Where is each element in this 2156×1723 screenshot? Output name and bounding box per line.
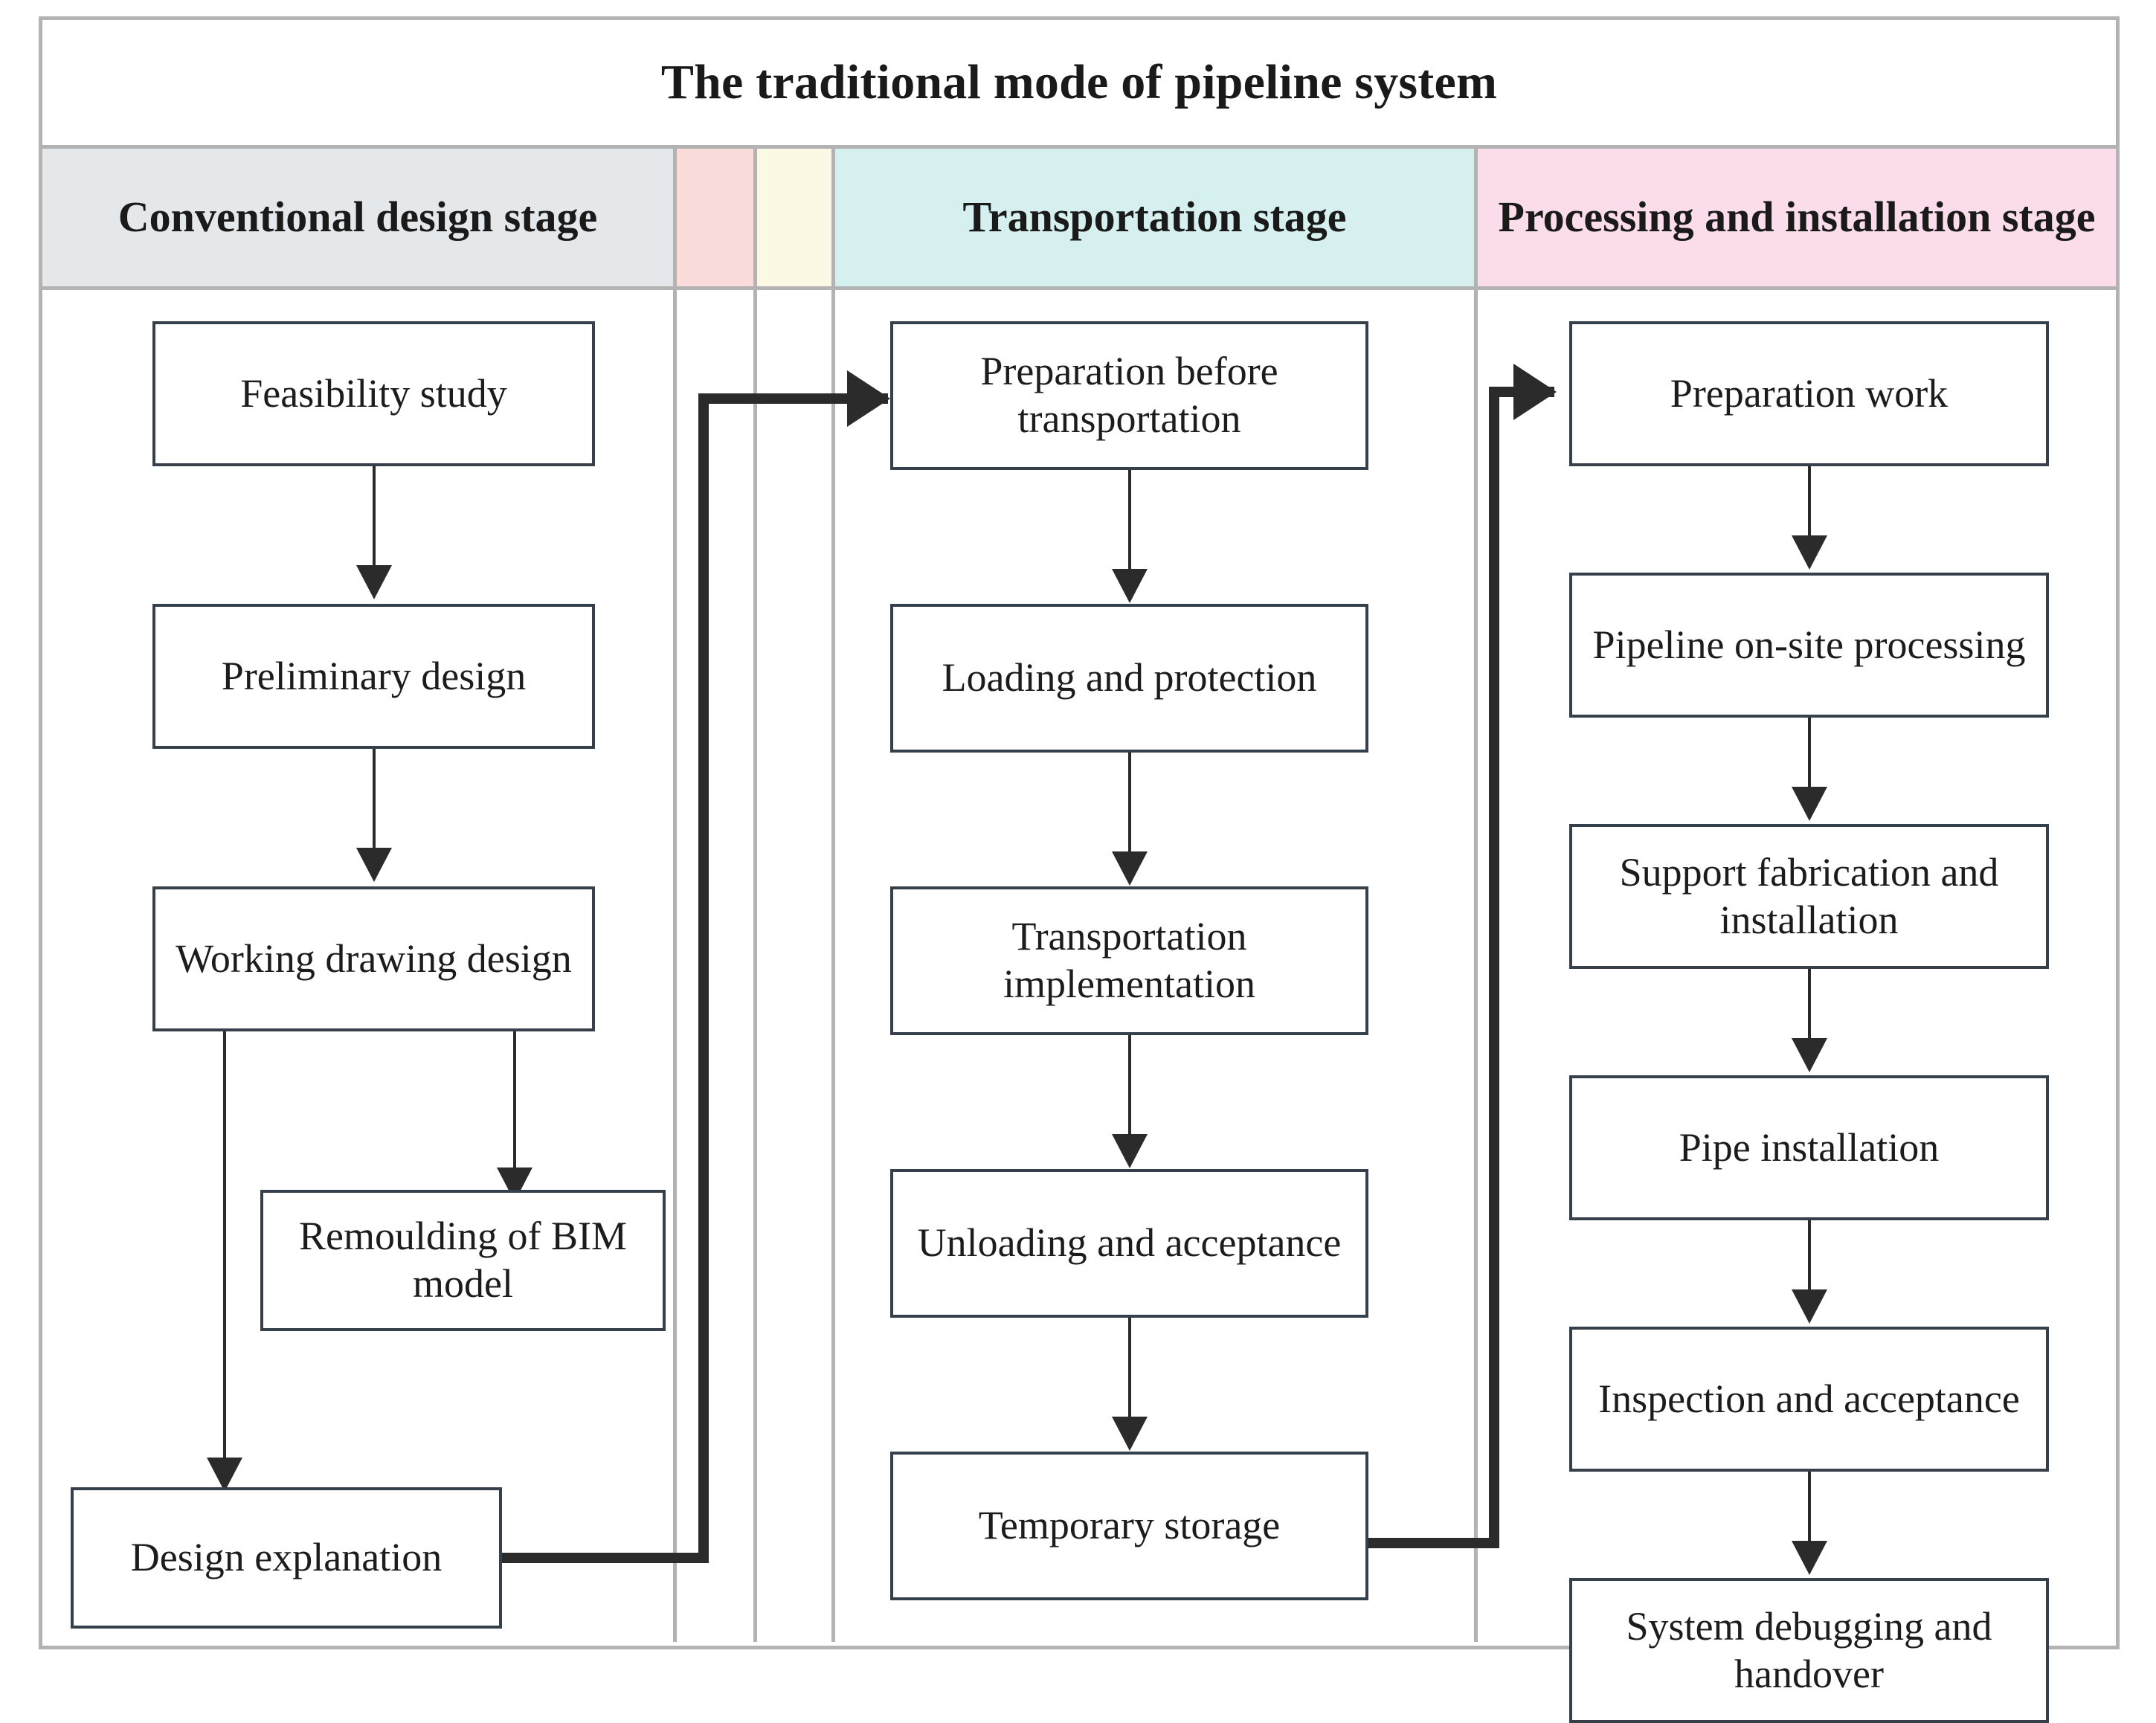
stage-header-spacer-pink [677, 149, 757, 286]
connector-support-fabrication-to-pipe-installation [1808, 969, 1811, 1043]
connector-unloading-to-temporary-storage [1128, 1318, 1131, 1422]
flow-node-inspection-and-acceptance[interactable]: Inspection and acceptance [1569, 1327, 2049, 1472]
arrowhead-down-icon [1112, 569, 1148, 603]
flow-node-system-debugging-and-handover[interactable]: System debugging and handover [1569, 1578, 2049, 1723]
stage-column-transportation [835, 290, 1478, 1642]
connector-transportation-to-unloading [1128, 1035, 1131, 1139]
arrowhead-down-icon [356, 565, 392, 599]
connector-inspection-to-system-debugging [1808, 1472, 1811, 1546]
flow-node-pipe-installation[interactable]: Pipe installation [1569, 1075, 2049, 1220]
flow-node-preliminary-design[interactable]: Preliminary design [152, 604, 595, 749]
flow-node-design-explanation[interactable]: Design explanation [71, 1487, 502, 1629]
connector-storage-to-process-vertical [1489, 387, 1499, 1544]
flow-node-label: Inspection and acceptance [1598, 1376, 2020, 1421]
flow-node-label: Support fabrication and installation [1619, 849, 1999, 942]
connector-design-to-transport-vertical [698, 393, 709, 1558]
flow-node-preparation-work[interactable]: Preparation work [1569, 321, 2049, 466]
stage-header-label: Processing and installation stage [1498, 193, 2096, 242]
flow-node-label: Temporary storage [978, 1503, 1281, 1548]
connector-pipeline-processing-to-support-fabrication [1808, 718, 1811, 792]
connector-design-to-transport-top [698, 393, 888, 404]
flow-node-label: Pipeline on-site processing [1592, 622, 2026, 667]
arrowhead-down-icon [1792, 1289, 1827, 1324]
arrowhead-down-icon [356, 848, 392, 882]
flow-node-label: Feasibility study [240, 370, 507, 416]
stage-header-row: Conventional design stage Transportation… [42, 149, 2116, 290]
flow-node-label: Design explanation [130, 1535, 443, 1580]
flow-node-feasibility-study[interactable]: Feasibility study [152, 321, 595, 466]
flow-node-label: System debugging and handover [1626, 1603, 1992, 1696]
arrowhead-down-icon [1112, 851, 1148, 886]
connector-working-drawing-to-remoulding [513, 1031, 516, 1173]
flow-node-loading-and-protection[interactable]: Loading and protection [890, 604, 1368, 753]
connector-pipe-installation-to-inspection [1808, 1220, 1811, 1295]
page-title: The traditional mode of pipeline system [660, 55, 1498, 109]
flow-node-working-drawing-design[interactable]: Working drawing design [152, 886, 595, 1031]
diagram-title-row: The traditional mode of pipeline system [42, 20, 2116, 149]
flow-node-label: Working drawing design [176, 935, 572, 981]
arrowhead-down-icon [1792, 787, 1827, 821]
connector-preparation-to-loading [1128, 470, 1131, 574]
arrowhead-right-icon [847, 370, 890, 427]
arrowhead-down-icon [1112, 1417, 1148, 1451]
arrowhead-down-icon [1792, 535, 1827, 570]
connector-preparation-work-to-pipeline-processing [1808, 466, 1811, 541]
arrowhead-down-icon [207, 1458, 242, 1492]
stage-header-conventional-design: Conventional design stage [42, 149, 677, 286]
stage-header-label: Transportation stage [962, 193, 1347, 242]
flow-node-label: Pipe installation [1679, 1124, 1940, 1170]
arrowhead-down-icon [1792, 1038, 1827, 1072]
stage-header-label: Conventional design stage [118, 193, 598, 242]
stage-column-spacer-pink [677, 290, 757, 1642]
flow-node-remoulding-bim-model[interactable]: Remoulding of BIM model [260, 1190, 666, 1331]
flow-node-temporary-storage[interactable]: Temporary storage [890, 1452, 1368, 1600]
flow-node-transportation-implementation[interactable]: Transportation implementation [890, 886, 1368, 1035]
stage-header-spacer-cream [757, 149, 835, 286]
stage-column-spacer-cream [757, 290, 835, 1642]
arrowhead-down-icon [1792, 1541, 1827, 1575]
arrowhead-right-icon [1513, 364, 1557, 420]
flow-node-label: Preparation before transportation [980, 349, 1278, 441]
stage-header-processing-installation: Processing and installation stage [1478, 149, 2116, 286]
connector-loading-to-transportation [1128, 753, 1131, 857]
flow-node-label: Preparation work [1670, 370, 1949, 416]
flow-node-preparation-before-transportation[interactable]: Preparation before transportation [890, 321, 1368, 470]
flow-node-support-fabrication-and-installation[interactable]: Support fabrication and installation [1569, 824, 2049, 969]
flow-node-label: Preliminary design [221, 653, 527, 698]
connector-storage-to-process-horizontal [1368, 1538, 1499, 1548]
connector-preliminary-to-working-drawing [373, 749, 376, 853]
stage-header-transportation: Transportation stage [835, 149, 1478, 286]
flow-node-unloading-and-acceptance[interactable]: Unloading and acceptance [890, 1169, 1368, 1318]
stage-column-conventional-design [42, 290, 677, 1642]
connector-working-drawing-to-design-explanation [223, 1031, 226, 1463]
flow-node-label: Transportation implementation [1003, 914, 1255, 1006]
flow-node-pipeline-on-site-processing[interactable]: Pipeline on-site processing [1569, 573, 2049, 718]
connector-feasibility-to-preliminary [373, 466, 376, 570]
connector-design-to-transport-horizontal [502, 1553, 709, 1563]
stage-body-row [42, 290, 2116, 1642]
flow-node-label: Remoulding of BIM model [299, 1214, 627, 1306]
flow-node-label: Unloading and acceptance [917, 1220, 1342, 1266]
flow-node-label: Loading and protection [942, 655, 1317, 701]
arrowhead-down-icon [1112, 1134, 1148, 1168]
